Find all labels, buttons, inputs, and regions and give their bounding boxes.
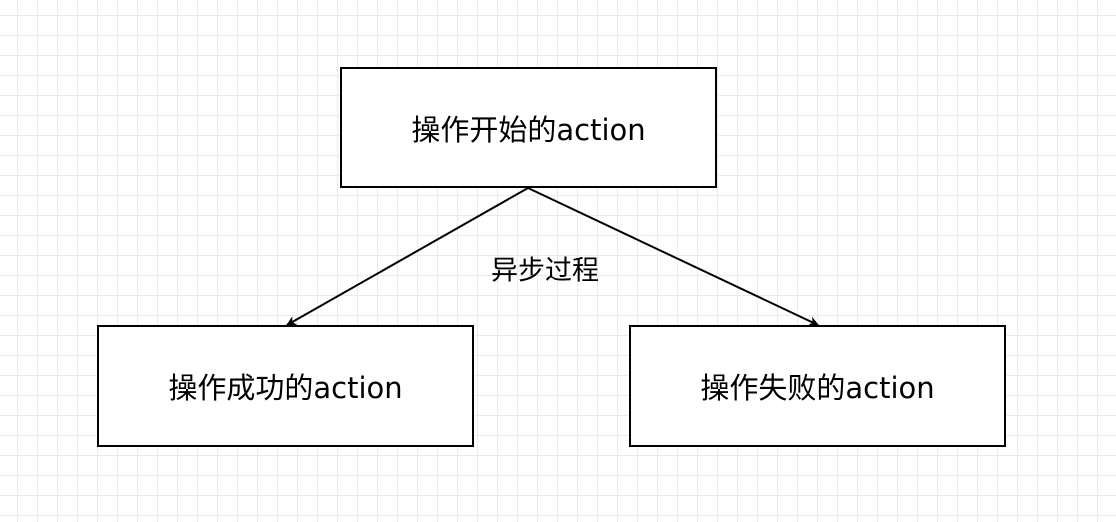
node-failure-label: 操作失败的action	[700, 371, 935, 405]
node-start-label: 操作开始的action	[411, 112, 646, 147]
node-success-label: 操作成功的action	[168, 371, 403, 405]
edge-start-to-failure	[527, 187, 819, 326]
node-start-action[interactable]: 操作开始的action	[340, 67, 717, 188]
edge-start-to-success	[286, 187, 529, 326]
node-success-action[interactable]: 操作成功的action	[97, 325, 474, 447]
node-failure-action[interactable]: 操作失败的action	[629, 325, 1006, 447]
edge-label-async: 异步过程	[491, 255, 599, 287]
